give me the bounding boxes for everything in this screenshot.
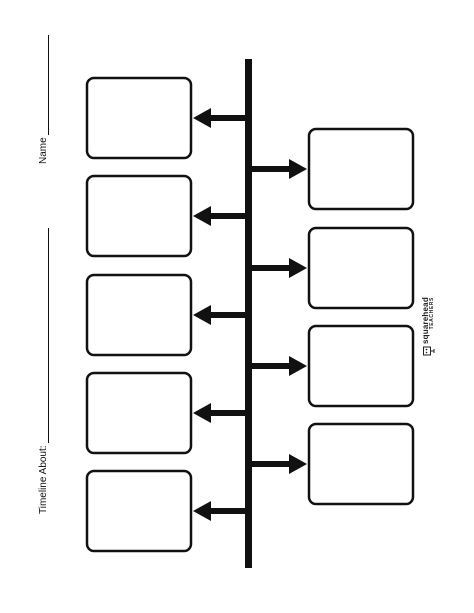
publisher-logo: squarehead TEACHERS xyxy=(421,297,435,356)
logo-sub: TEACHERS xyxy=(429,297,435,330)
name-blank-line xyxy=(39,35,49,136)
right-arrow xyxy=(251,454,307,474)
name-field: Name xyxy=(38,35,49,164)
left-event-box xyxy=(85,174,193,258)
timeline-spine xyxy=(245,59,252,568)
left-event-box xyxy=(85,371,193,455)
right-arrow xyxy=(251,356,307,376)
name-label-text: Name xyxy=(38,137,49,164)
right-arrow xyxy=(251,258,307,278)
timeline-about-field: Timeline About: xyxy=(38,228,49,514)
right-arrow xyxy=(251,159,307,179)
right-event-box xyxy=(307,324,415,408)
timeline-about-label-text: Timeline About: xyxy=(38,445,49,514)
right-event-box xyxy=(307,226,415,310)
left-arrow xyxy=(193,305,246,325)
right-event-box xyxy=(307,127,415,211)
left-arrow xyxy=(193,403,246,423)
timeline-about-blank-line xyxy=(39,228,49,444)
left-event-box xyxy=(85,76,193,160)
left-event-box xyxy=(85,469,193,553)
left-arrow xyxy=(193,206,246,226)
right-event-box xyxy=(307,422,415,506)
left-arrow xyxy=(193,108,246,128)
left-event-box xyxy=(85,273,193,357)
squarehead-mascot-icon xyxy=(422,346,434,356)
left-arrow xyxy=(193,501,246,521)
